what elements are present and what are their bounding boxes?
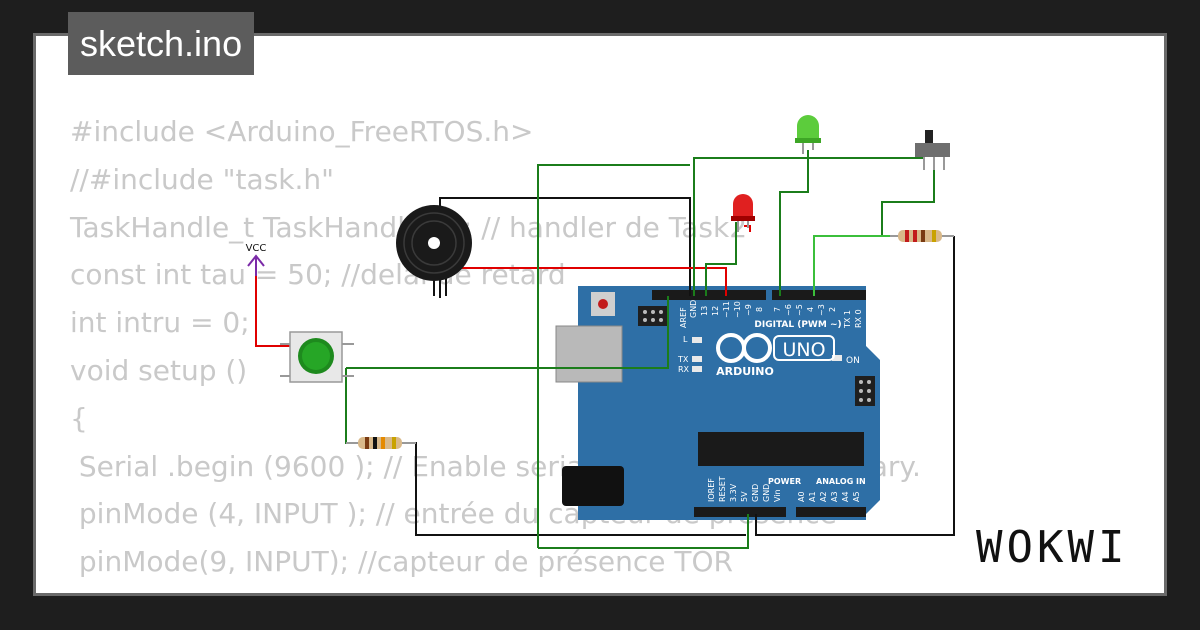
digital-header-label: DIGITAL (PWM ~): [754, 320, 841, 330]
pin-label: 12: [711, 306, 720, 316]
pin-label: 13: [700, 306, 709, 316]
light-green-wire: [813, 235, 896, 296]
code-line: pinMode(9, INPUT); //capteur de présence…: [70, 545, 734, 579]
tx-led-label: TX: [677, 355, 689, 364]
pin-label: GND: [751, 484, 760, 502]
buzzer[interactable]: [396, 205, 472, 296]
resistor-left[interactable]: [346, 437, 416, 449]
code-line: #include <Arduino_FreeRTOS.h>: [70, 115, 534, 148]
pin-label: TX 1: [843, 310, 852, 329]
red-led[interactable]: [731, 194, 755, 232]
pin-label: IOREF: [707, 478, 716, 502]
rx-led-label: RX: [678, 365, 690, 374]
resistor-right[interactable]: [890, 230, 954, 242]
arduino-logo-icon: [716, 333, 772, 363]
pin-label: ~10: [733, 301, 742, 318]
power-jack: [562, 466, 624, 506]
pin-label: A1: [808, 491, 817, 502]
pin-label: ~6: [784, 304, 793, 316]
vcc-label: VCC: [246, 243, 267, 254]
digital-header-right: [772, 290, 866, 300]
pin-label: ~11: [722, 301, 731, 318]
pin-label: 2: [828, 307, 837, 312]
pin-label: Vin: [773, 489, 782, 502]
board-brand-label: ARDUINO: [716, 365, 774, 378]
pin-label: A2: [819, 491, 828, 502]
analog-in-label: ANALOG IN: [816, 477, 866, 486]
on-led-label: ON: [846, 356, 860, 366]
usb-connector: [555, 325, 623, 383]
code-line: {: [70, 401, 88, 435]
pin-label: ~3: [817, 304, 826, 316]
pin-label: GND: [689, 300, 698, 318]
pin-label: 5V: [740, 491, 749, 502]
pin-label: A3: [830, 491, 839, 502]
green-led[interactable]: [795, 115, 821, 154]
pin-label: 3.3V: [729, 483, 738, 502]
atmega-chip: [698, 432, 864, 466]
pushbutton[interactable]: [280, 331, 354, 383]
arduino-uno-board[interactable]: UNO ARDUINO DIGITAL (PWM ~) ON L TX RX P…: [555, 286, 880, 520]
l-led-label: L: [683, 335, 688, 344]
file-title: sketch.ino: [68, 12, 255, 75]
code-line: int intru = 0;: [70, 306, 250, 340]
pin-label: A0: [797, 491, 806, 502]
pin-label: 8: [755, 307, 764, 312]
pin-label: ~5: [795, 304, 804, 316]
analog-header: [796, 507, 866, 517]
pin-label: AREF: [679, 307, 688, 328]
pin-label: 4: [806, 307, 815, 312]
code-line: //#include "task.h": [70, 162, 335, 196]
pin-label: 7: [773, 307, 782, 312]
pin-label: A5: [852, 491, 861, 502]
slide-switch[interactable]: [915, 130, 950, 170]
board-model-label: UNO: [782, 339, 825, 361]
pin-label: GND: [762, 484, 771, 502]
vcc-symbol[interactable]: VCC: [246, 243, 267, 276]
pin-label: RX 0: [854, 309, 863, 328]
code-line: pinMode (7, OUTPUT ); // sortie vers la …: [70, 586, 937, 594]
digital-header-left: [652, 290, 766, 300]
power-header: [694, 507, 786, 517]
pin-label: RESET: [718, 476, 727, 502]
power-label: POWER: [768, 477, 801, 486]
pin-label: A4: [841, 491, 850, 502]
wokwi-logo: WOKWI: [976, 522, 1129, 573]
pin-label: ~9: [744, 304, 753, 316]
code-line: void setup (): [70, 353, 248, 387]
